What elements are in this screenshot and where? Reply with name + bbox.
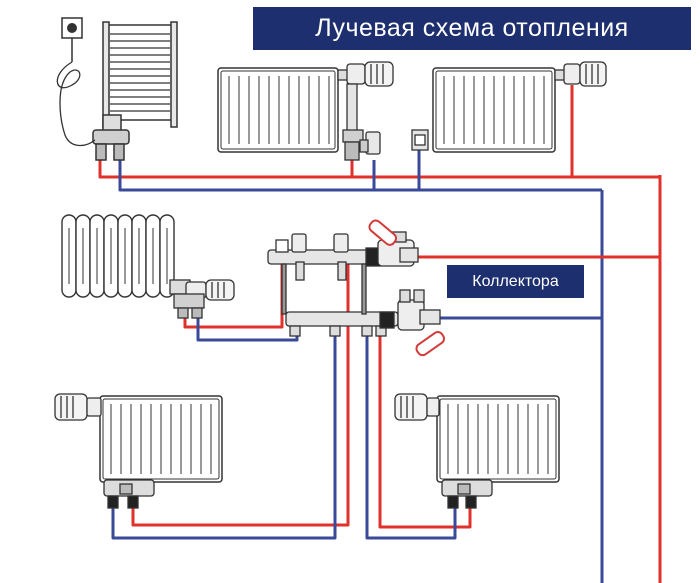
br-return-line xyxy=(365,320,457,540)
pump-icon xyxy=(397,289,446,357)
towel-radiator xyxy=(92,21,178,161)
top-supply-line xyxy=(98,160,660,179)
thermostatic-head-icon xyxy=(411,61,607,151)
collector-label: Коллектора xyxy=(447,265,584,298)
thermostat-icon xyxy=(56,17,96,147)
top-return-line xyxy=(118,160,602,192)
thermostatic-head-icon xyxy=(394,393,493,509)
panel-radiator-top-middle xyxy=(217,67,339,153)
panel-radiator-bottom-right xyxy=(436,395,560,483)
diagram-title: Лучевая схема отопления xyxy=(253,7,691,50)
ball-valve-icon xyxy=(368,219,419,267)
bl-return-line xyxy=(111,320,337,540)
cast-iron-radiator xyxy=(61,214,175,298)
collector-manifold xyxy=(267,233,399,337)
panel-radiator-bottom-left xyxy=(99,395,223,483)
thermostatic-head-icon xyxy=(169,279,235,319)
thermostatic-head-icon xyxy=(337,61,394,161)
br-supply-line xyxy=(378,320,472,529)
thermostatic-head-icon xyxy=(54,393,155,509)
panel-radiator-top-right xyxy=(432,67,556,153)
pipes xyxy=(98,85,662,583)
bl-supply-line xyxy=(131,257,350,527)
